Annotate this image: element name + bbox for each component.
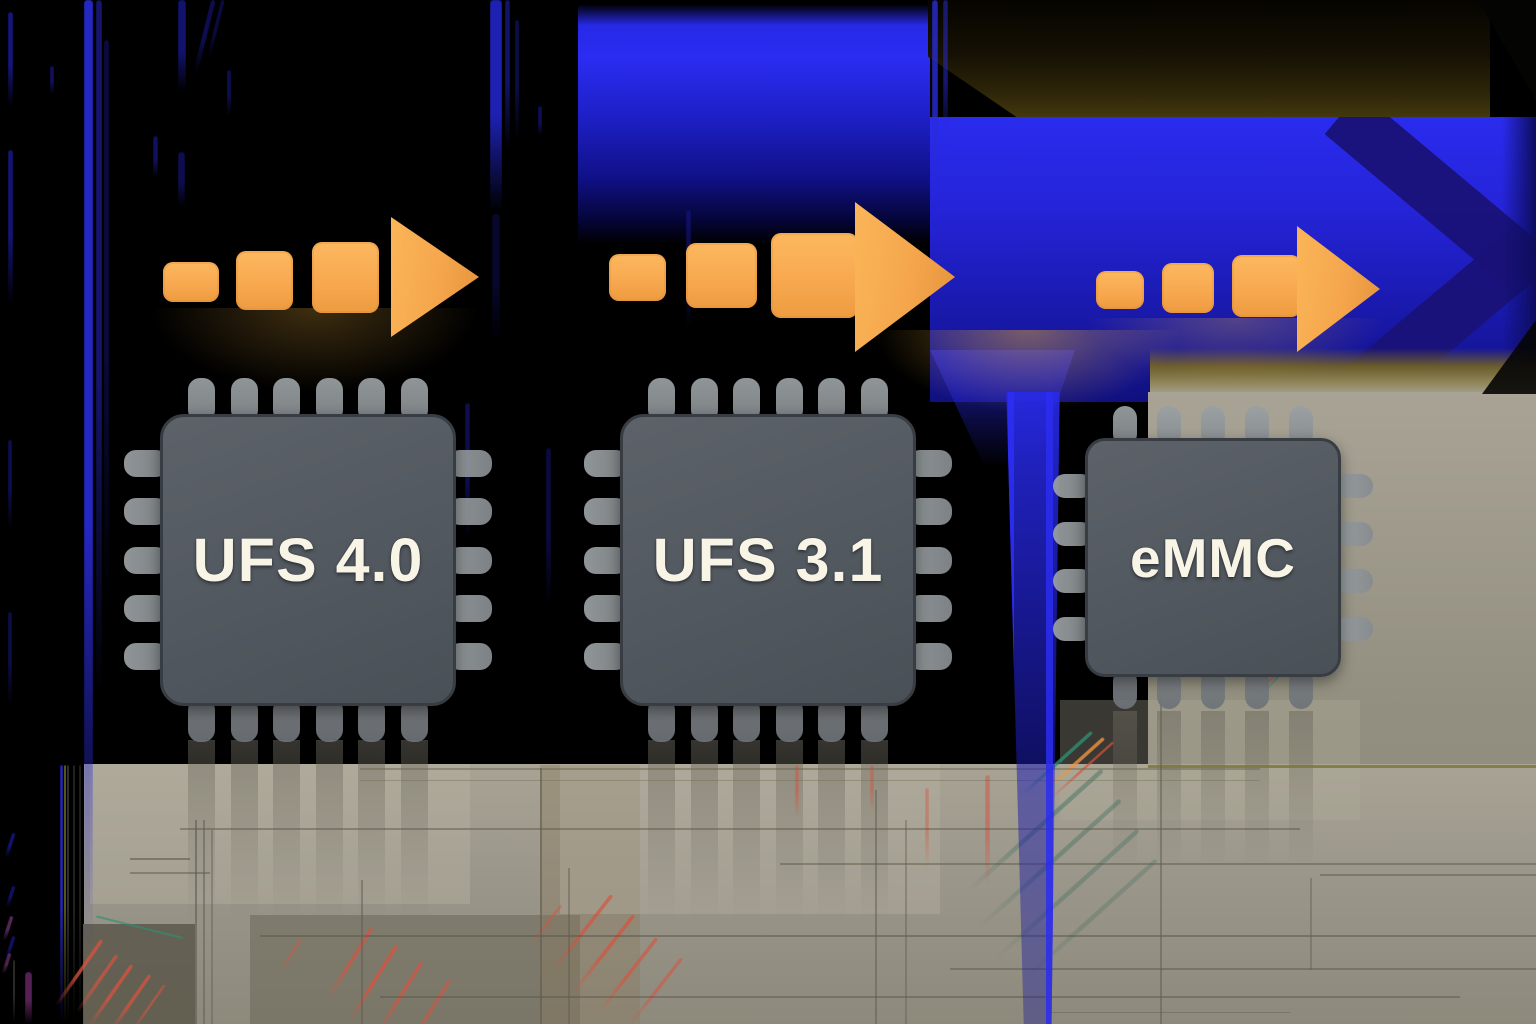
glitch-line [540, 768, 542, 1024]
gold-glitch-band [1150, 348, 1536, 394]
pin-leg-shadow [230, 740, 258, 940]
chip-body: UFS 3.1 [620, 414, 916, 706]
arrow-dash [1096, 271, 1144, 309]
glitch-streak [870, 765, 874, 811]
pin-leg-shadow [733, 740, 761, 940]
glitch-streak [73, 765, 75, 1024]
arrow-dash [312, 242, 379, 313]
glitch-streak [64, 765, 66, 1024]
arrow-dash [771, 233, 858, 318]
glitch-streak [50, 66, 54, 94]
glitch-streak [227, 70, 231, 116]
pin-leg-shadow [861, 740, 888, 940]
glitch-streak [8, 12, 13, 107]
pin-leg-shadow [1289, 711, 1313, 886]
arrow-dash [686, 243, 757, 308]
pin-leg-shadow [1245, 711, 1269, 886]
pin-leg-shadow [273, 740, 301, 940]
glitch-streak [490, 0, 502, 212]
pin-leg-shadow [315, 740, 343, 940]
glitch-line [360, 768, 1260, 770]
arrow-dash [236, 251, 293, 310]
glitch-line [875, 790, 877, 1024]
glitch-streak [505, 0, 510, 150]
glitch-streak [8, 150, 13, 305]
arrow-dash [1162, 263, 1214, 313]
glitch-line [360, 780, 1260, 781]
arrow-dash [609, 254, 666, 301]
glitch-line [211, 830, 213, 1024]
glitch-line [905, 820, 907, 1024]
pin-leg-shadow [401, 740, 428, 940]
glitch-streak [546, 448, 551, 608]
glitch-line [180, 828, 1300, 830]
glitch-streak [795, 765, 799, 817]
glitch-line [1320, 874, 1536, 876]
glitch-line [568, 868, 570, 1024]
glitch-streak [178, 0, 186, 92]
glitch-line [1160, 700, 1162, 1024]
glitch-streak [8, 440, 12, 530]
pin-leg-shadow [690, 740, 718, 940]
glitch-streak [178, 152, 185, 207]
glitch-streak [492, 214, 500, 344]
glitch-streak [96, 0, 102, 700]
glitch-streak [943, 0, 948, 150]
pin-leg-shadow [1113, 711, 1137, 886]
gold-glow-right [1085, 318, 1385, 383]
glitch-line [1148, 765, 1536, 768]
glitch-line [1310, 878, 1312, 970]
glitch-streak [60, 765, 63, 1024]
glitch-line [950, 968, 1536, 970]
arrow-dash [1232, 255, 1301, 317]
glitch-line [780, 863, 1536, 865]
glitch-streak [153, 136, 158, 178]
arrow-dash [163, 262, 219, 302]
glitch-line [195, 820, 197, 1024]
blue-glow-band [578, 4, 930, 244]
pin-leg-shadow [188, 740, 215, 940]
glitch-line [130, 872, 210, 874]
arrow-head [1297, 226, 1380, 352]
pin-leg-shadow [1201, 711, 1225, 886]
glitch-streak [8, 612, 12, 707]
glitch-streak [67, 765, 69, 1024]
pin-leg-shadow [818, 740, 846, 940]
glitch-streak [13, 960, 15, 1024]
chip-label: UFS 3.1 [652, 526, 884, 594]
glitch-streak [25, 972, 32, 1024]
blue-column-core [1046, 392, 1053, 1024]
glitch-streak [538, 106, 542, 136]
glitch-streak [985, 775, 990, 885]
glitch-streak [104, 40, 109, 600]
chip-body: UFS 4.0 [160, 414, 456, 706]
olive-glitch-notch [928, 0, 1490, 118]
pin-leg-shadow [648, 740, 675, 940]
glitch-streak [84, 0, 93, 950]
glitch-streak [932, 0, 938, 210]
arrow-head [855, 202, 955, 352]
glitch-line [203, 820, 205, 1024]
glitch-line [130, 858, 190, 860]
glitch-streak [79, 765, 81, 1024]
glitch-line [1050, 1012, 1290, 1013]
chip-label: eMMC [1130, 526, 1296, 589]
chip-label: UFS 4.0 [192, 526, 424, 594]
glitch-line [380, 996, 1460, 998]
chip-body: eMMC [1085, 438, 1341, 677]
glitch-line [361, 880, 363, 1024]
glitch-line [260, 935, 1536, 937]
glitch-streak [515, 20, 519, 140]
arrow-head [391, 217, 479, 337]
